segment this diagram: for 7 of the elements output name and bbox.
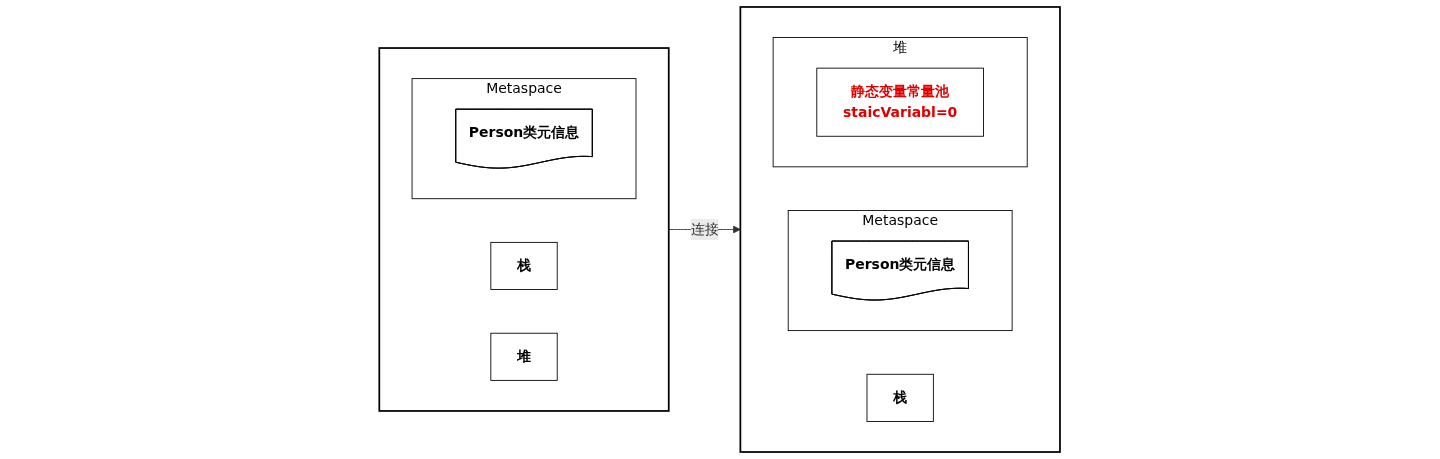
edge-label: 连接 — [690, 220, 719, 238]
cluster — [739, 6, 1062, 453]
cluster — [378, 47, 670, 412]
node-box: 堆 — [490, 332, 558, 381]
node-box: 静态变量常量池 staicVariabl=0 — [816, 67, 985, 137]
node-box: 栈 — [866, 373, 935, 422]
node-box: 栈 — [490, 241, 558, 290]
